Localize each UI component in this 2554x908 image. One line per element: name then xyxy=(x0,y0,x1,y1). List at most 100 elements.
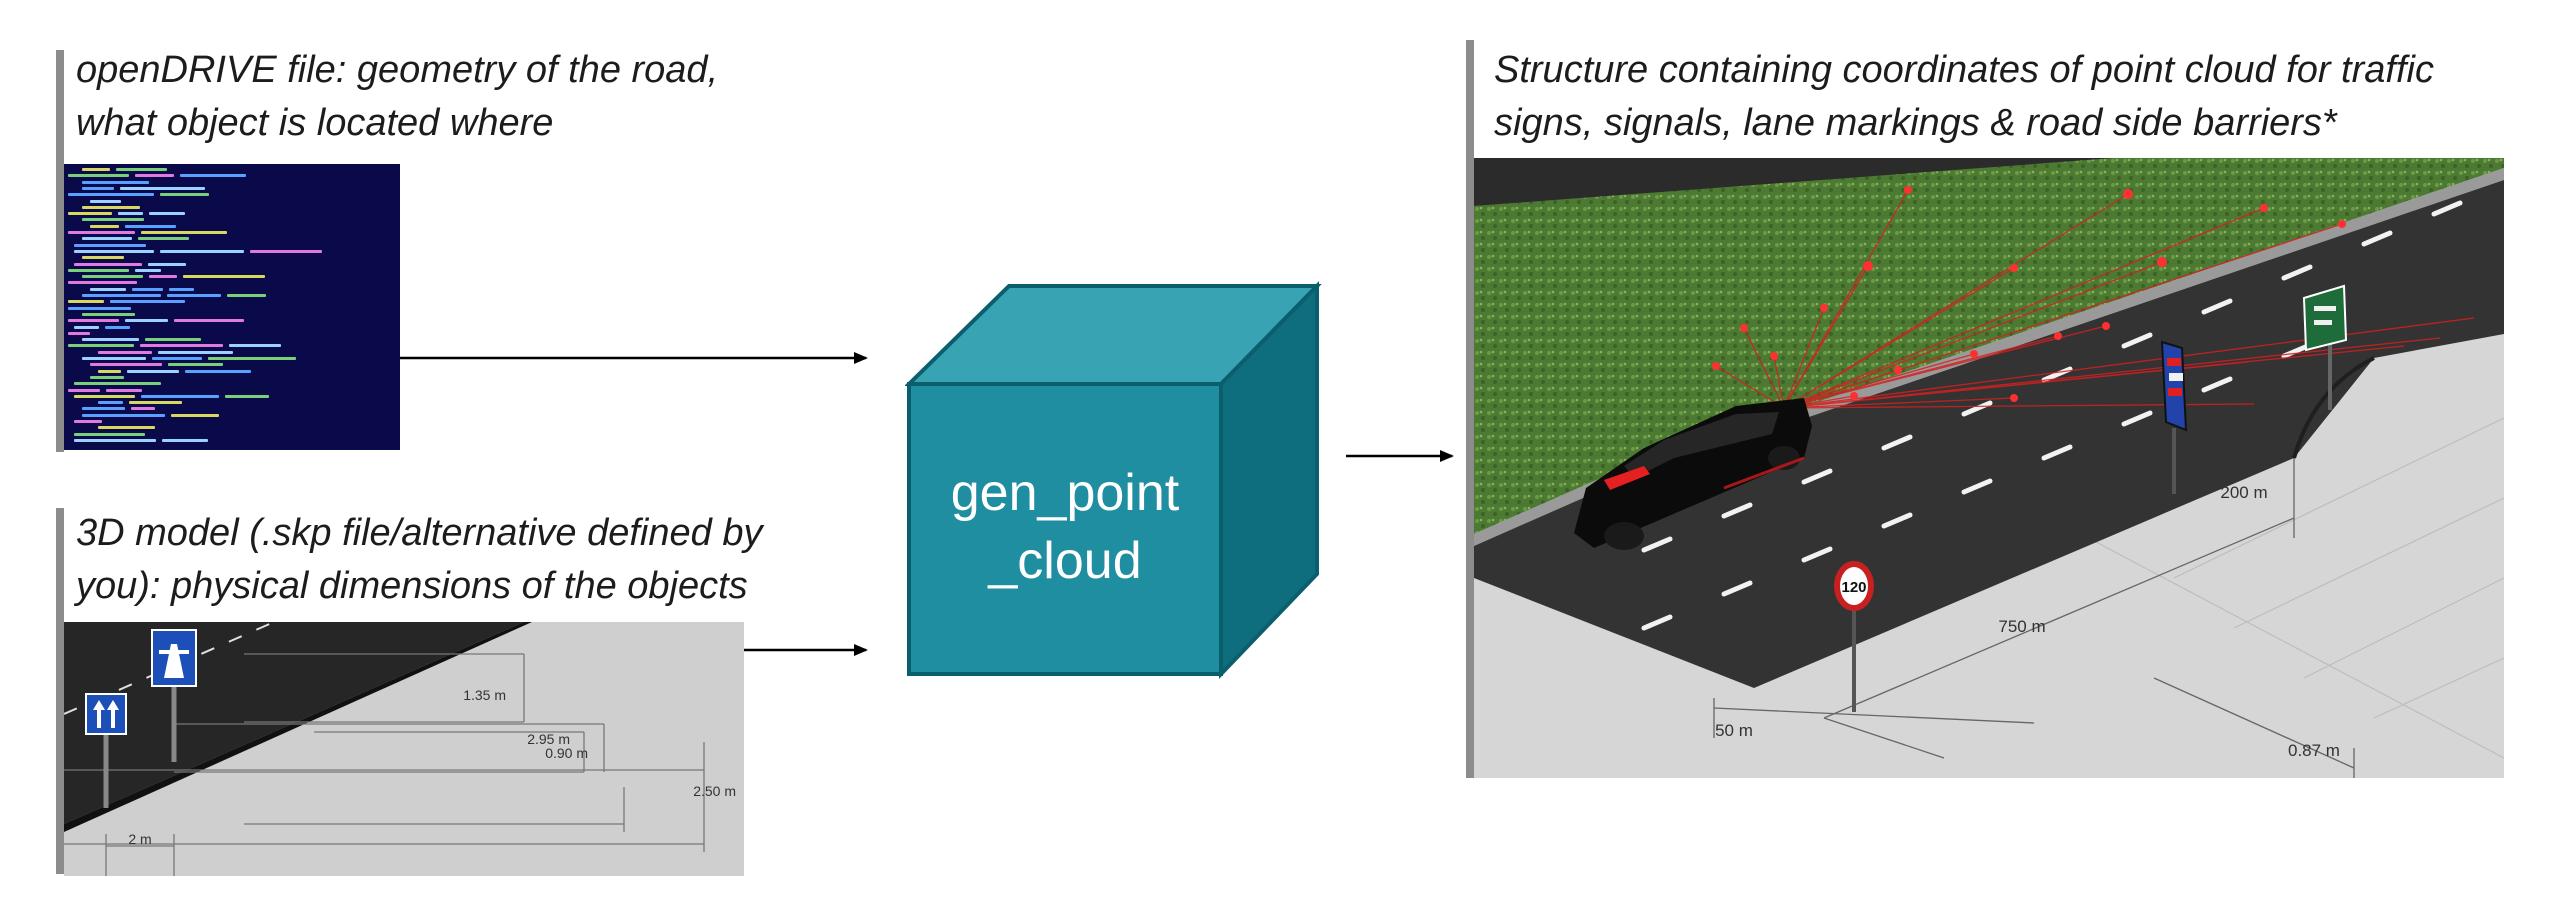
code-line xyxy=(68,319,119,323)
code-line xyxy=(229,344,281,348)
output-caption-line-1: Structure containing coordinates of poin… xyxy=(1494,49,2434,91)
code-line xyxy=(149,275,177,279)
code-line xyxy=(68,344,134,348)
code-line xyxy=(68,388,100,392)
code-line xyxy=(74,262,142,266)
code-line xyxy=(68,300,104,304)
code-line xyxy=(138,237,189,241)
cube-front-face xyxy=(907,382,1223,676)
caption-accent-bar xyxy=(1466,40,1474,778)
code-line xyxy=(183,275,265,279)
code-line xyxy=(135,268,161,272)
caption-accent-bar xyxy=(56,508,64,874)
code-line xyxy=(82,357,146,360)
code-line xyxy=(74,432,145,436)
barrier-sign xyxy=(2160,340,2188,494)
code-line xyxy=(82,180,149,184)
code-line xyxy=(148,262,186,266)
code-line xyxy=(110,300,185,304)
process-label-line-2: _cloud xyxy=(987,532,1141,590)
point-cloud-scene: 120 200 m 750 m 50 m 0.87 m xyxy=(1474,158,2504,778)
code-line xyxy=(82,205,140,209)
code-line xyxy=(129,401,182,405)
code-line xyxy=(82,256,124,260)
code-line xyxy=(90,224,119,228)
code-line xyxy=(250,249,322,253)
code-line xyxy=(141,231,227,234)
dim-label: 50 m xyxy=(1715,721,1753,740)
code-line xyxy=(132,287,163,291)
grass-verge xyxy=(1474,158,2504,534)
code-line xyxy=(98,401,123,405)
process-label-line-1: gen_point xyxy=(951,464,1180,522)
code-line xyxy=(82,275,143,279)
code-line xyxy=(82,338,139,342)
code-line xyxy=(74,420,102,423)
code-line xyxy=(74,438,156,442)
model-caption-line-1: 3D model (.skp file/alternative defined … xyxy=(76,512,763,554)
code-line xyxy=(225,394,269,398)
dim-label: 1.35 m xyxy=(463,687,506,703)
code-line xyxy=(74,325,99,329)
code-line xyxy=(82,407,125,411)
code-line xyxy=(90,199,121,203)
code-line xyxy=(90,287,126,291)
code-line xyxy=(152,357,202,360)
code-line xyxy=(82,186,114,190)
dim-label: 2.95 m xyxy=(527,731,570,747)
code-line xyxy=(68,306,131,310)
dim-label: 0.90 m xyxy=(545,745,588,761)
code-line xyxy=(68,268,129,272)
ego-vehicle xyxy=(1574,398,1812,550)
code-line xyxy=(162,438,208,442)
opendrive-caption-line-2: what object is located where xyxy=(76,102,554,144)
gen-point-cloud-cube: gen_point _cloud xyxy=(905,281,1322,679)
code-line xyxy=(68,174,129,178)
code-line xyxy=(160,193,209,197)
sign-text: 120 xyxy=(1841,579,1866,596)
code-line xyxy=(116,168,167,171)
3d-model-thumbnail: 1.35 m 2.95 m 0.90 m 2.50 m 2 m xyxy=(64,622,744,876)
code-line xyxy=(185,369,251,373)
dim-label: 2 m xyxy=(128,831,151,847)
road-surface xyxy=(1474,180,2504,688)
code-line xyxy=(180,174,246,178)
code-line xyxy=(118,212,143,216)
code-line xyxy=(125,319,168,323)
code-line xyxy=(140,344,223,348)
code-line xyxy=(149,212,185,216)
code-line xyxy=(158,350,233,354)
opendrive-caption-line-1: openDRIVE file: geometry of the road, xyxy=(76,49,719,91)
dim-label: 750 m xyxy=(1998,617,2045,636)
code-line xyxy=(74,382,161,386)
code-line xyxy=(74,394,135,398)
dim-label: 0.87 m xyxy=(2288,741,2340,760)
code-line xyxy=(82,218,144,222)
code-line xyxy=(98,426,155,430)
code-line xyxy=(82,168,110,171)
code-line xyxy=(145,338,201,342)
code-line xyxy=(68,193,154,197)
code-line xyxy=(82,294,161,297)
code-line xyxy=(74,249,154,253)
output-caption-line-2: signs, signals, lane markings & road sid… xyxy=(1494,102,2337,144)
code-line xyxy=(98,369,121,373)
code-line xyxy=(168,363,223,367)
dim-label: 2.50 m xyxy=(693,783,736,799)
code-line xyxy=(131,407,155,411)
code-line xyxy=(82,237,132,241)
code-line xyxy=(68,212,112,216)
code-line xyxy=(127,369,179,373)
code-line xyxy=(106,388,142,392)
code-line xyxy=(120,186,205,190)
code-line xyxy=(160,249,244,253)
code-line xyxy=(68,281,137,285)
code-line xyxy=(227,294,266,297)
code-line xyxy=(171,413,219,417)
code-line xyxy=(208,357,296,360)
code-line xyxy=(169,287,194,291)
caption-accent-bar xyxy=(56,50,64,452)
code-line xyxy=(68,231,135,234)
code-line xyxy=(167,294,221,297)
